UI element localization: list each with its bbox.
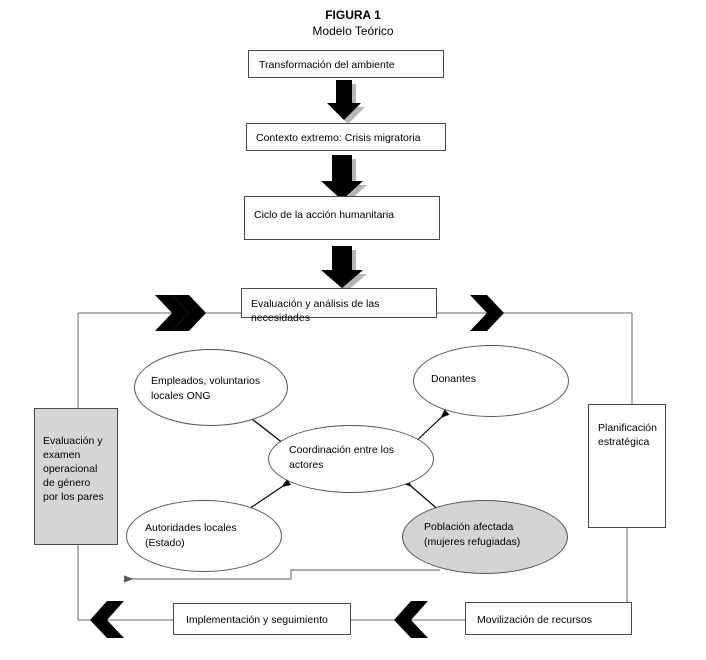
node-label: Empleados, voluntarios locales ONG: [151, 374, 283, 404]
node-label-line1: Evaluación y: [43, 435, 103, 447]
node-autoridades-locales-estado: Autoridades locales (Estado): [126, 500, 282, 572]
node-evaluacion-examen-genero: Evaluación y examen operacional de géner…: [34, 408, 118, 545]
chevron-left-bottom-left: [90, 601, 124, 638]
node-label: Ciclo de la acción humanitaria: [254, 209, 395, 221]
figure-title: FIGURA 1: [325, 8, 381, 22]
node-poblacion-afectada: Población afectada (mujeres refugiadas): [402, 500, 568, 574]
chevron-right-left-side: [155, 295, 206, 331]
node-label-line5: por los pares: [43, 491, 104, 503]
node-label-line4: de género: [43, 477, 91, 489]
node-label: Contexto extremo: Crisis migratoria: [256, 132, 421, 144]
node-label-line2: actores: [289, 459, 324, 471]
arrow-ciclo-evaluacion: [321, 246, 367, 292]
chevron-left-bottom-mid: [394, 601, 428, 638]
node-label: Población afectada (mujeres refugiadas): [424, 520, 552, 550]
node-transformacion-del-ambiente: Transformación del ambiente: [248, 50, 444, 78]
node-label: Evaluación y examen operacional de géner…: [43, 434, 117, 504]
node-contexto-extremo: Contexto extremo: Crisis migratoria: [246, 123, 446, 151]
node-coordinacion-entre-actores: Coordinación entre los actores: [268, 425, 434, 493]
node-label: Transformación del ambiente: [259, 59, 395, 71]
node-label-line2: (Estado): [145, 537, 185, 549]
node-ciclo-accion-humanitaria: Ciclo de la acción humanitaria: [244, 196, 440, 240]
node-movilizacion-recursos: Movilización de recursos: [465, 602, 632, 635]
node-label: Evaluación y análisis de las necesidades: [251, 298, 380, 324]
node-planificacion-estrategica: Planificación estratégica: [588, 404, 666, 528]
node-label: Planificación estratégica: [598, 421, 664, 449]
node-donantes: Donantes: [413, 345, 569, 417]
node-label-line1: Población afectada: [424, 521, 514, 533]
node-label-line1: Coordinación entre los: [289, 444, 395, 456]
node-label: Movilización de recursos: [477, 614, 592, 626]
node-label-line2: locales ONG: [151, 390, 211, 402]
node-label-line3: operacional: [43, 463, 98, 475]
node-implementacion-seguimiento: Implementación y seguimiento: [173, 603, 351, 635]
node-label: Coordinación entre los actores: [289, 443, 417, 473]
arrow-transformacion-contexto: [327, 80, 365, 124]
node-label-line2: examen: [43, 449, 81, 461]
node-label-line2: (mujeres refugiadas): [424, 536, 521, 548]
node-label: Donantes: [431, 373, 476, 385]
feedback-arrow-poblacion-evaluacion: [124, 569, 440, 583]
node-label-line1: Planificación: [598, 422, 657, 434]
node-label-line2: estratégica: [598, 436, 650, 448]
node-label-line1: Empleados, voluntarios: [151, 375, 261, 387]
node-empleados-voluntarios-ong: Empleados, voluntarios locales ONG: [134, 349, 288, 426]
node-label: Implementación y seguimiento: [186, 614, 328, 626]
node-label: Autoridades locales (Estado): [145, 521, 267, 551]
figure-subtitle: Modelo Teórico: [312, 24, 394, 38]
arrow-contexto-ciclo: [321, 155, 367, 204]
chevron-right-right-side: [470, 295, 504, 331]
node-evaluacion-analisis-necesidades: Evaluación y análisis de las necesidades: [241, 288, 437, 324]
node-label-line1: Autoridades locales: [145, 522, 237, 534]
